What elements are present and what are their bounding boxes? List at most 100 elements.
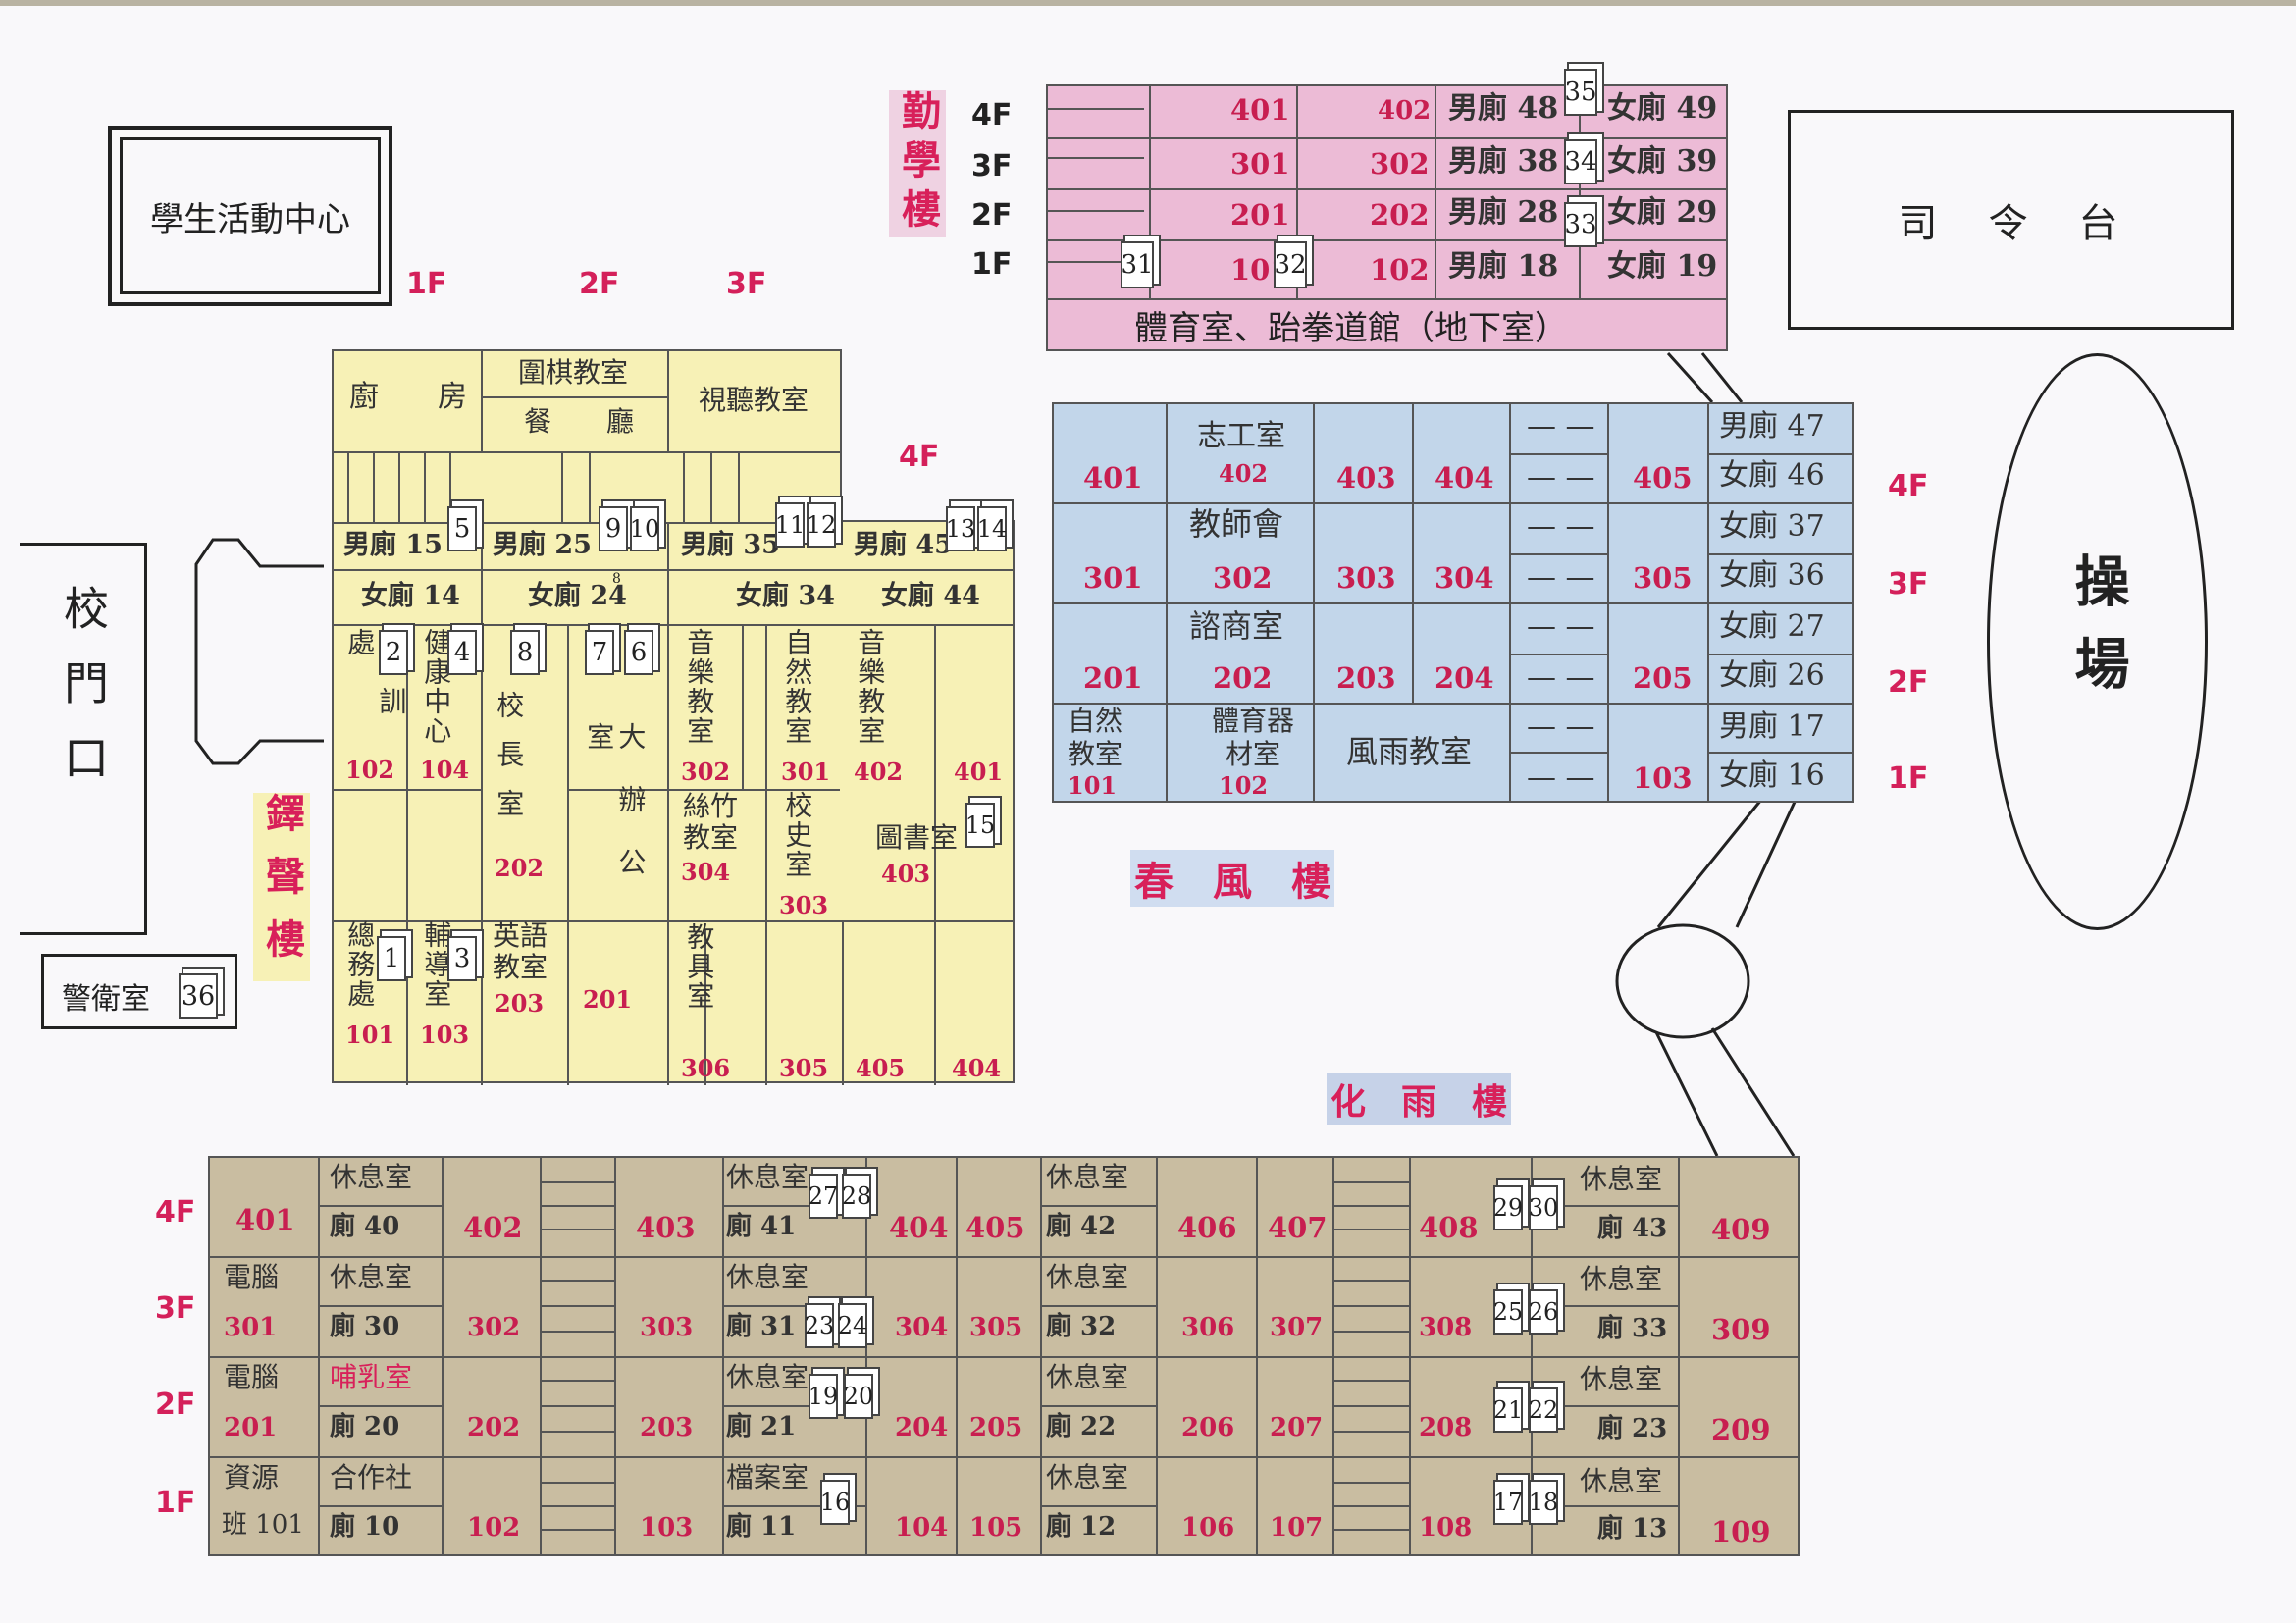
huayu-wc-10: 廁 10 [330, 1512, 400, 1542]
huayu-floor-1f: 1F [155, 1486, 196, 1520]
guard-room: 警衛室 [41, 954, 237, 1029]
stair-box-2: 2 [379, 630, 408, 675]
huayu-room-303: 303 [640, 1313, 694, 1342]
yisheng-english-room: 英語教室 [493, 919, 548, 984]
student-activity-center: 學生活動中心 [108, 126, 392, 306]
huayu-wc-20: 廁 20 [330, 1412, 400, 1441]
yisheng-room-302: 302 [681, 758, 731, 786]
huayu-room-301: 301 [224, 1313, 278, 1342]
spring-counseling-room: 諮商室 [1189, 607, 1284, 645]
yisheng-wc-m45: 男廁 45 [854, 530, 953, 560]
yisheng-small-8: 8 [612, 571, 621, 587]
huayu-rest-room: 休息室 [726, 1161, 809, 1193]
stair-box-7: 7 [585, 630, 614, 675]
huayu-rest-room: 休息室 [726, 1361, 809, 1393]
huayu-floor-2f: 2F [155, 1387, 196, 1422]
spring-floor-3f: 3F [1888, 567, 1929, 602]
huayu-nursing-room: 哺乳室 [330, 1361, 413, 1393]
yisheng-music-room-1: 音樂教室 [683, 628, 716, 746]
spring-dash-7: — — [1527, 709, 1595, 744]
north-building-name: 勤學樓 [889, 90, 946, 237]
yisheng-health-center: 健康中心 [420, 628, 453, 746]
huayu-wc-13: 廁 13 [1597, 1514, 1668, 1544]
spring-room-404: 404 [1435, 461, 1494, 495]
huayu-room-305: 305 [969, 1313, 1023, 1342]
field-label: 操場 [2065, 552, 2130, 717]
huayu-wc-40: 廁 40 [330, 1212, 400, 1241]
spring-rain-room: 風雨教室 [1346, 733, 1473, 770]
huayu-building-name: 化 雨 樓 [1327, 1073, 1512, 1125]
huayu-rest-room: 休息室 [1046, 1361, 1129, 1393]
yisheng-room-104: 104 [420, 756, 470, 784]
yisheng-room-201: 201 [583, 985, 633, 1014]
huayu-room-103: 103 [640, 1513, 694, 1543]
stair-box-22: 22 [1529, 1387, 1558, 1433]
huayu-room-309: 309 [1711, 1313, 1771, 1346]
stair-box-3: 3 [447, 936, 477, 981]
stair-box-8: 8 [510, 630, 540, 675]
yisheng-wc-m35: 男廁 35 [681, 530, 780, 560]
stair-box-28: 28 [842, 1174, 871, 1219]
stair-box-21: 21 [1493, 1387, 1523, 1433]
yisheng-go-room: 圍棋教室 [518, 356, 629, 389]
yisheng-music-room-2: 音樂教室 [854, 628, 887, 746]
stair-box-4: 4 [447, 630, 477, 675]
huayu-room-406: 406 [1177, 1211, 1237, 1244]
huayu-wc-43: 廁 43 [1597, 1214, 1668, 1243]
huayu-room-404: 404 [889, 1211, 949, 1244]
yisheng-room-401: 401 [954, 758, 1004, 786]
stair-box-34: 34 [1564, 139, 1597, 184]
huayu-room-306: 306 [1181, 1313, 1235, 1342]
huayu-rest-room: 休息室 [1046, 1461, 1129, 1493]
stair-box-23: 23 [805, 1303, 834, 1348]
guard-label: 警衛室 [62, 982, 150, 1017]
spring-room-101: 101 [1068, 771, 1118, 800]
stair-box-16: 16 [820, 1480, 850, 1525]
huayu-room-304: 304 [895, 1313, 949, 1342]
huayu-wc-41: 廁 41 [726, 1212, 797, 1241]
huayu-wc-30: 廁 30 [330, 1312, 400, 1341]
spring-room-202: 202 [1213, 661, 1273, 695]
huayu-room-106: 106 [1181, 1513, 1235, 1543]
huayu-room-403: 403 [636, 1211, 696, 1244]
huayu-room-407: 407 [1268, 1211, 1328, 1244]
north-wc-f49: 女廁 49 [1607, 91, 1718, 126]
yisheng-av-room: 視聽教室 [699, 384, 809, 416]
north-room-302: 302 [1370, 147, 1430, 181]
yisheng-right-wing [840, 520, 1015, 1085]
spring-dash-1: — — [1527, 409, 1595, 444]
stair-box-36: 36 [179, 973, 218, 1019]
student-center-label: 學生活動中心 [120, 137, 381, 294]
spring-dash-4: — — [1527, 560, 1595, 595]
huayu-rest-room: 休息室 [726, 1261, 809, 1293]
huayu-floor-3f: 3F [155, 1291, 196, 1326]
stair-box-18: 18 [1529, 1480, 1558, 1525]
huayu-wc-32: 廁 32 [1046, 1312, 1117, 1341]
spring-room-203: 203 [1336, 661, 1396, 695]
stair-box-33: 33 [1564, 202, 1597, 247]
gate-label: 校門口 [57, 585, 110, 809]
stair-box-26: 26 [1529, 1289, 1558, 1335]
yisheng-floor-4f: 4F [899, 440, 940, 474]
stair-box-10: 10 [630, 506, 659, 551]
huayu-room-201: 201 [224, 1413, 278, 1442]
huayu-room-205: 205 [969, 1413, 1023, 1442]
yisheng-room-304: 304 [681, 858, 731, 886]
huayu-co-op: 合作社 [330, 1461, 413, 1493]
north-floor-2f: 2F [971, 198, 1013, 233]
spring-room-103: 103 [1633, 761, 1693, 795]
huayu-room-107: 107 [1270, 1513, 1324, 1543]
yisheng-kitchen: 廚 房 [349, 380, 467, 414]
spring-room-305: 305 [1633, 561, 1693, 595]
north-room-401: 401 [1230, 93, 1290, 127]
yisheng-building [332, 349, 842, 1085]
huayu-rest-room: 休息室 [330, 1261, 413, 1293]
yisheng-room-202: 202 [495, 854, 545, 882]
north-wc-f19: 女廁 19 [1607, 249, 1718, 284]
huayu-floor-4f: 4F [155, 1195, 196, 1230]
north-room-102: 102 [1370, 253, 1430, 287]
stair-box-31: 31 [1121, 241, 1154, 288]
yisheng-main-office: 大辦公室 [583, 722, 648, 911]
huayu-room-409: 409 [1711, 1213, 1771, 1246]
yisheng-room-301: 301 [781, 758, 831, 786]
